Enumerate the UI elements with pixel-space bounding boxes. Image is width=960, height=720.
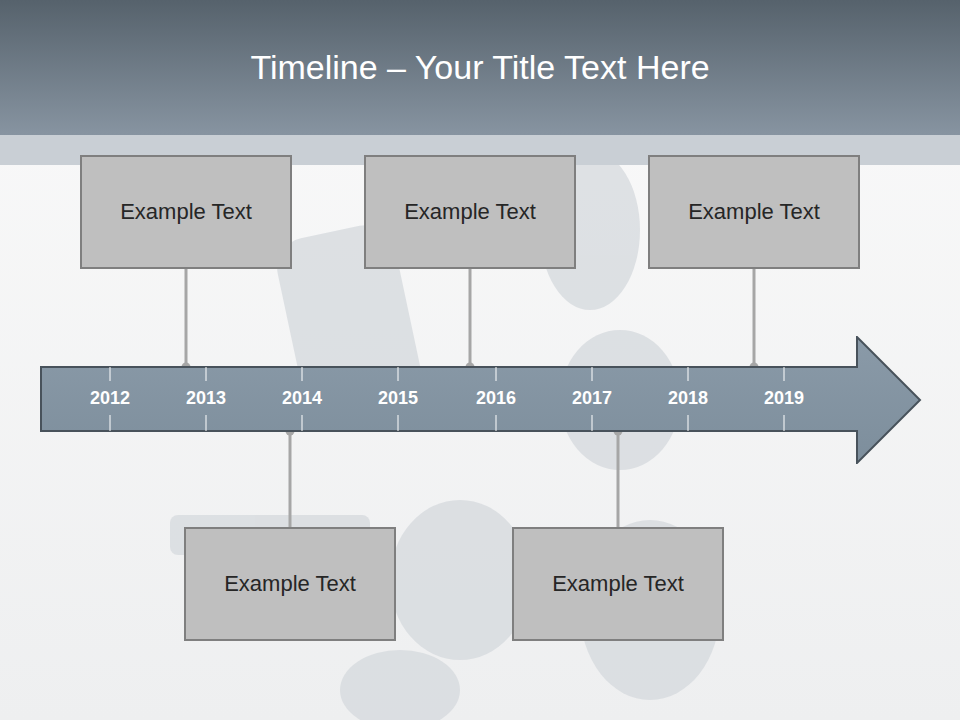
- slide-title: Timeline – Your Title Text Here: [0, 0, 960, 135]
- box-text: Example Text: [120, 199, 252, 225]
- year-label: 2019: [764, 388, 804, 409]
- leader-line: [466, 269, 475, 372]
- tick-mark: [592, 367, 593, 381]
- event-box: Example Text: [184, 527, 396, 641]
- tick-mark: [496, 367, 497, 381]
- leader-line: [614, 427, 623, 528]
- box-text: Example Text: [552, 571, 684, 597]
- box-text: Example Text: [404, 199, 536, 225]
- event-box: Example Text: [648, 155, 860, 269]
- tick-mark: [302, 415, 303, 431]
- year-label: 2015: [378, 388, 418, 409]
- tick-mark: [398, 415, 399, 431]
- event-box: Example Text: [80, 155, 292, 269]
- year-label: 2014: [282, 388, 322, 409]
- leader-line: [286, 427, 295, 528]
- tick-mark: [398, 367, 399, 381]
- tick-mark: [784, 415, 785, 431]
- year-label: 2013: [186, 388, 226, 409]
- event-box: Example Text: [512, 527, 724, 641]
- tick-mark: [302, 367, 303, 381]
- tick-mark: [592, 415, 593, 431]
- timeline-arrow: 2012 2013 2014 2015 2016 2017 2018 2019: [40, 336, 922, 464]
- leader-line: [750, 269, 759, 372]
- event-box: Example Text: [364, 155, 576, 269]
- box-text: Example Text: [224, 571, 356, 597]
- tick-mark: [110, 367, 111, 381]
- tick-mark: [110, 415, 111, 431]
- year-label: 2012: [90, 388, 130, 409]
- box-text: Example Text: [688, 199, 820, 225]
- tick-mark: [206, 367, 207, 381]
- tick-mark: [688, 415, 689, 431]
- leader-line: [182, 269, 191, 372]
- year-label: 2017: [572, 388, 612, 409]
- tick-mark: [688, 367, 689, 381]
- tick-mark: [206, 415, 207, 431]
- tick-mark: [784, 367, 785, 381]
- year-label: 2016: [476, 388, 516, 409]
- year-label: 2018: [668, 388, 708, 409]
- tick-mark: [496, 415, 497, 431]
